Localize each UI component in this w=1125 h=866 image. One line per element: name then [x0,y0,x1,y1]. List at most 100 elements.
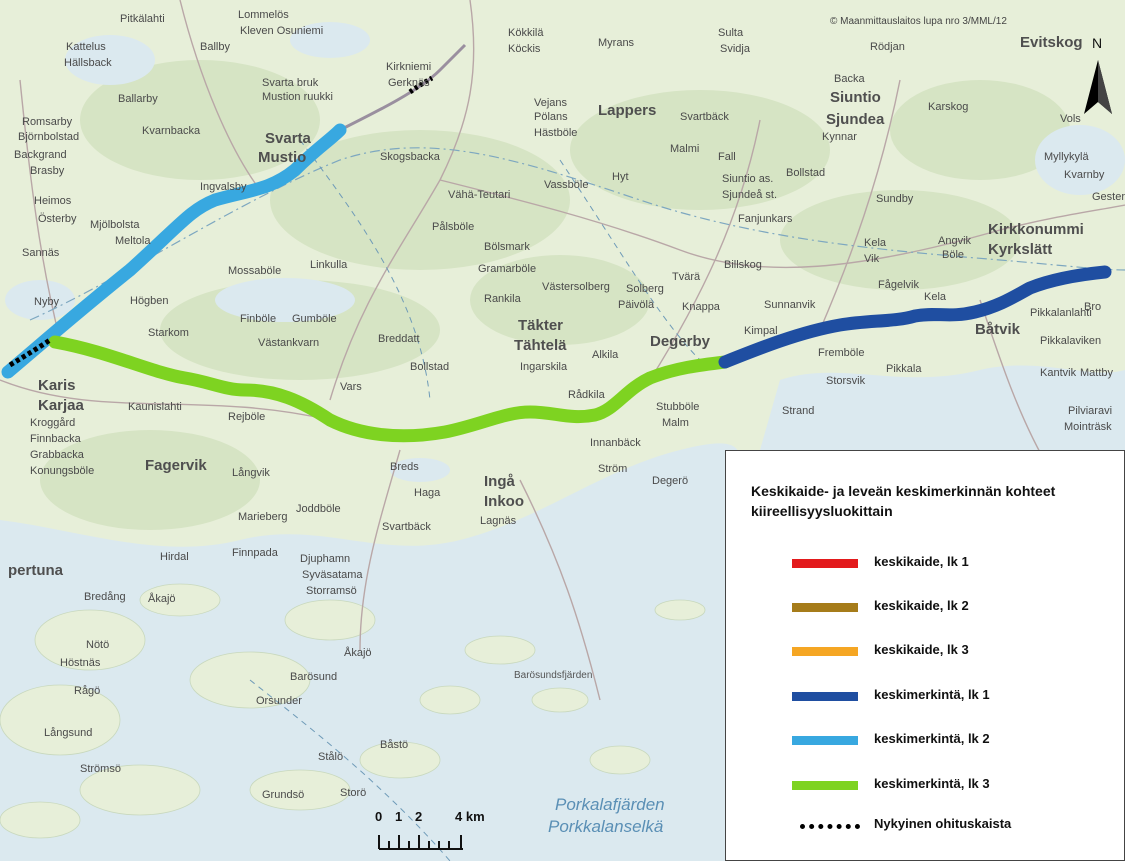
place-finbole: Finböle [240,313,276,325]
scale-tick-1: 1 [395,809,402,824]
place-grabbacka: Grabbacka [30,449,85,461]
legend-label: keskikaide, lk 3 [874,642,969,657]
place-kvarnby: Kvarnby [1064,169,1105,181]
place-lappers: Lappers [598,102,656,119]
place-svartback2: Svartbäck [680,111,729,123]
place-bro: Bro [1084,301,1101,313]
place-marieberg: Marieberg [238,511,288,523]
place-akajo: Åkajö [148,592,176,605]
place-kattelus: Kattelus [66,41,106,53]
route-keskimerkinta-lk3[interactable] [48,335,732,443]
place-romsarby: Romsarby [22,116,73,128]
minor-roads [0,0,1125,701]
place-kaunislahti: Kaunislahti [128,401,182,413]
place-barosund: Barösund [290,671,337,683]
place-knappa: Knappa [682,301,721,313]
place-kockis: Köckis [508,43,541,55]
route-keskimerkinta-lk2[interactable] [1,123,347,379]
place-skogsbacka: Skogsbacka [380,151,441,163]
place-fall: Fall [718,151,736,163]
place-strand: Strand [782,405,814,417]
place-noto: Nötö [86,639,109,651]
water-label-porkalafjarden: Porkalafjärden [555,795,665,814]
place-linkulla: Linkulla [310,259,348,271]
place-ingvalsby: Ingvalsby [200,181,247,193]
place-klevensosunniemi: Kleven Osuniemi [240,25,323,37]
lakes [5,22,1125,482]
place-sjundea: Sjundea [826,111,885,128]
route-keskimerkinta-lk1[interactable] [718,265,1112,369]
place-volsv: Vols [1060,113,1081,125]
scale-bar-ruler [378,835,463,850]
place-bollstad: Bollstad [410,361,449,373]
place-kimpal: Kimpal [744,325,778,337]
place-siuntioas: Siuntio as. [722,173,773,185]
place-gramarbole: Gramarböle [478,263,536,275]
place-svarta: Svarta [265,130,312,147]
place-mointrask: Mointräsk [1064,421,1112,433]
place-vastankvarn: Västankvarn [258,337,319,349]
place-fanjunkars: Fanjunkars [738,213,793,225]
place-mjolbolsta: Mjölbolsta [90,219,140,231]
place-ballarby: Ballarby [118,93,158,105]
passing-lane-north[interactable] [408,75,434,95]
place-vastersolberg: Västersolberg [542,281,610,293]
legend-swatch-darkblue [792,692,858,701]
place-karjaa: Karjaa [38,397,85,414]
place-hirdal: Hirdal [160,551,189,563]
place-breddatt: Breddatt [378,333,420,345]
passing-lane[interactable] [8,337,52,368]
legend-label: keskikaide, lk 2 [874,598,969,613]
place-inga: Ingå [484,473,515,490]
highway-gray [339,43,467,132]
place-osterby: Österby [38,213,77,225]
place-alkila: Alkila [592,349,619,361]
place-svartback: Svartbäck [382,521,431,533]
place-strom: Ström [598,463,627,475]
place-hallsback: Hällsback [64,57,112,69]
place-pikkalaviken: Pikkalaviken [1040,335,1101,347]
place-orsunder: Orsunder [256,695,302,707]
place-tvara: Tvärä [672,271,701,283]
copyright-notice: © Maanmittauslaitos lupa nro 3/MML/12 [830,16,1007,27]
place-fagelvik: Fågelvik [878,279,919,291]
place-rankila: Rankila [484,293,522,305]
place-gumbole: Gumböle [292,313,337,325]
place-pilviaravi: Pilviaravi [1068,405,1112,417]
north-arrow: N [1078,32,1118,122]
place-innanback: Innanbäck [590,437,641,449]
scale-tick-4km: 4 km [455,809,485,824]
place-karis: Karis [38,377,76,394]
place-syvasatama: Syväsatama [302,569,363,581]
admin-border [249,139,771,861]
place-vik: Vik [864,253,880,265]
place-pikkala: Pikkala [886,363,922,375]
legend-swatch-lightblue [792,736,858,745]
place-vars: Vars [340,381,362,393]
place-batvik: Båtvik [975,321,1021,338]
place-stromso: Strömsö [80,763,121,775]
place-konungsbole: Konungsböle [30,465,94,477]
legend-swatch-dotted [800,824,860,829]
place-sjundeast: Sjundeå st. [722,189,777,201]
place-takter: Täkter [518,317,563,334]
place-meltola: Meltola [115,235,151,247]
place-karskog: Karskog [928,101,968,113]
scale-tick-2: 2 [415,809,422,824]
place-stubbole: Stubböle [656,401,699,413]
sea-area [0,443,740,861]
place-hogben: Högben [130,295,169,307]
legend-title: Keskikaide- ja leveän keskimerkinnän koh… [751,483,1056,519]
place-bredang: Bredång [84,591,126,603]
map-legend: Keskikaide- ja leveän keskimerkinnän koh… [725,450,1125,861]
place-sannas: Sannäs [22,247,60,259]
place-tahtela: Tähtelä [514,337,567,354]
place-backgrand: Backgrand [14,149,67,161]
place-basto: Båstö [380,739,408,751]
place-gesterby: Gesterby [1092,191,1125,203]
place-polans: Pölans [534,111,568,123]
legend-swatch-brown [792,603,858,612]
place-kroggard: Kroggård [30,417,75,429]
place-vassbole: Vassböle [544,179,588,191]
